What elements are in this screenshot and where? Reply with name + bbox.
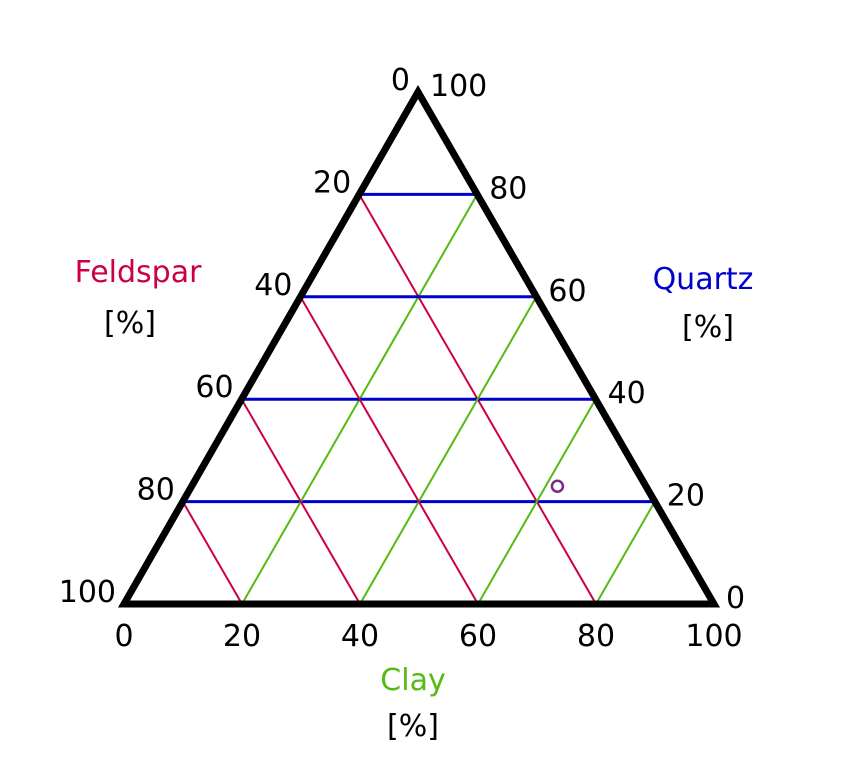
feldspar-axis-unit: [%] — [104, 306, 156, 341]
clay-grid-line-80 — [595, 501, 656, 605]
quartz-tick-40: 40 — [608, 376, 646, 411]
data-points — [550, 479, 565, 493]
grid-lines — [181, 192, 656, 605]
clay-tick-40: 40 — [341, 619, 379, 654]
feldspar-tick-20: 20 — [313, 165, 351, 200]
quartz-tick-20: 20 — [667, 479, 705, 514]
quartz-axis-label: Quartz — [653, 262, 754, 297]
tick-labels: 0 0 0 20 20 20 40 40 40 60 60 60 80 80 80 100 100 100 — [59, 63, 745, 654]
quartz-tick-80: 80 — [489, 171, 527, 206]
clay-grid-line-60 — [477, 398, 597, 605]
feldspar-grid-line-60 — [240, 398, 361, 605]
quartz-tick-60: 60 — [548, 274, 586, 309]
feldspar-tick-100: 100 — [59, 575, 116, 610]
quartz-tick-100: 100 — [430, 69, 487, 104]
clay-tick-0: 0 — [114, 619, 133, 654]
feldspar-tick-60: 60 — [195, 370, 233, 405]
sample-point-1 — [550, 479, 565, 493]
feldspar-tick-40: 40 — [254, 268, 292, 303]
clay-tick-20: 20 — [223, 619, 261, 654]
feldspar-grid-line-80 — [181, 501, 243, 605]
clay-tick-80: 80 — [577, 619, 615, 654]
feldspar-tick-80: 80 — [137, 473, 175, 508]
clay-axis-label: Clay — [380, 663, 445, 698]
feldspar-grid-line-40 — [299, 296, 479, 605]
triangle-frame — [117, 84, 721, 608]
feldspar-axis-label: Feldspar — [75, 255, 203, 290]
quartz-axis-unit: [%] — [682, 310, 734, 345]
clay-axis-unit: [%] — [387, 709, 439, 744]
quartz-tick-0: 0 — [726, 581, 745, 616]
clay-tick-100: 100 — [685, 619, 742, 654]
clay-grid-line-40 — [359, 296, 538, 605]
feldspar-tick-0: 0 — [391, 63, 410, 98]
clay-tick-60: 60 — [459, 619, 497, 654]
